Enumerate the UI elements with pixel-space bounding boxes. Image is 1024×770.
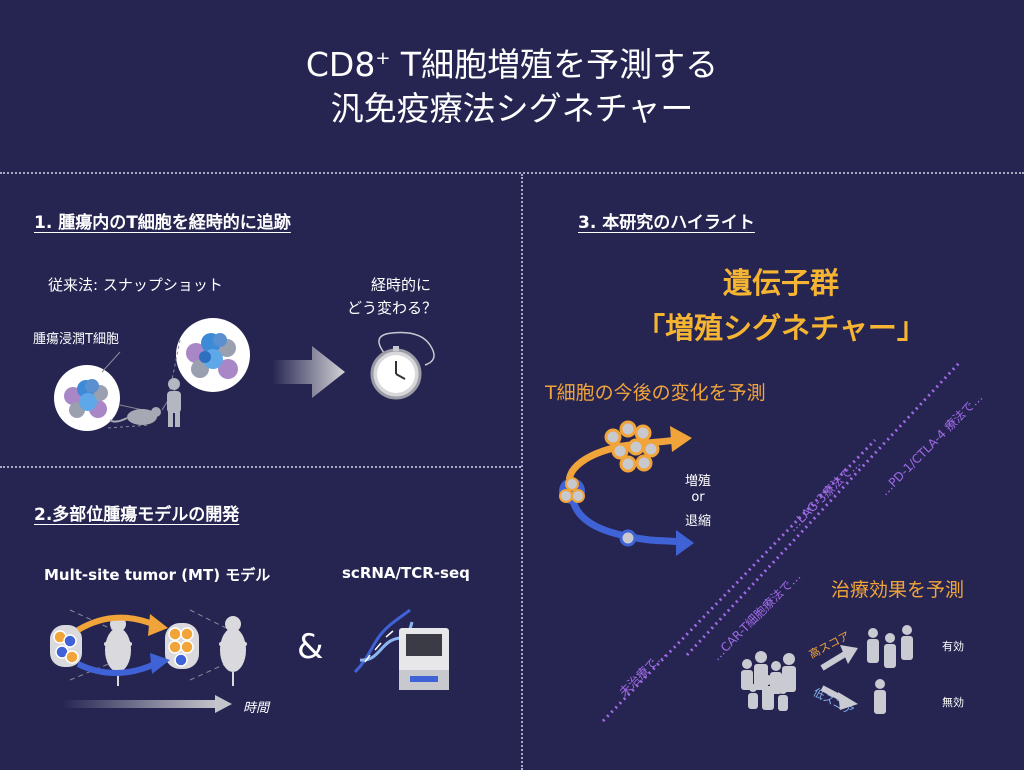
- tumor-cell-cluster-icon: [165, 623, 199, 669]
- seq-label: scRNA/TCR-seq: [342, 564, 470, 582]
- center-divider: [521, 174, 523, 770]
- outcome-line1: 増殖: [684, 474, 711, 489]
- conventional-method-label: 従来法: スナップショット: [48, 276, 223, 294]
- people-group-icon: [741, 651, 796, 711]
- tumor-cell-cluster-icon: [176, 318, 250, 392]
- ampersand: &: [297, 627, 324, 667]
- section2-heading: 2.多部位腫瘍モデルの開発: [34, 505, 240, 525]
- mouse-icon: [219, 616, 247, 686]
- time-label: 時間: [243, 701, 270, 716]
- highlight-line2: 「増殖シグネチャー」: [636, 311, 926, 345]
- mouse-icon: [109, 407, 161, 425]
- predict-effect-label: 治療効果を予測: [831, 579, 965, 601]
- left-divider: [0, 466, 521, 468]
- tumor-cell-cluster-icon: [50, 625, 82, 667]
- arrow-right-icon: [272, 346, 345, 398]
- mt-model-label: Mult-site tumor (MT) モデル: [44, 566, 271, 584]
- tumor-cell-cluster-icon: [604, 420, 660, 473]
- question-line1: 経時的に: [371, 276, 432, 294]
- pocket-watch-icon: [370, 331, 435, 400]
- slide-title-line1: CD8+ T細胞増殖を予測する: [305, 45, 719, 84]
- section1-heading: 1. 腫瘍内のT細胞を経時的に追跡: [34, 213, 291, 233]
- ineffective-label: 無効: [942, 696, 964, 709]
- highlight-line1: 遺伝子群: [722, 266, 839, 300]
- researcher-icon: [167, 378, 181, 427]
- section3-heading: 3. 本研究のハイライト: [578, 213, 755, 233]
- effective-label: 有効: [942, 640, 964, 653]
- question-line2: どう変わる？: [347, 299, 438, 317]
- top-divider: [0, 172, 1024, 174]
- slide-title-line2: 汎免疫療法シグネチャー: [330, 89, 694, 128]
- people-group-icon: [874, 679, 886, 714]
- outcome-line2: or: [691, 490, 705, 505]
- people-group-icon: [867, 625, 913, 668]
- tumor-cell-cluster-icon: [54, 365, 120, 431]
- sequencer-icon: [399, 628, 449, 690]
- infiltrating-tcell-label: 腫瘍浸潤T細胞: [33, 332, 119, 347]
- outcome-line3: 退縮: [684, 514, 711, 529]
- predict-tcell-label: T細胞の今後の変化を予測: [545, 382, 766, 404]
